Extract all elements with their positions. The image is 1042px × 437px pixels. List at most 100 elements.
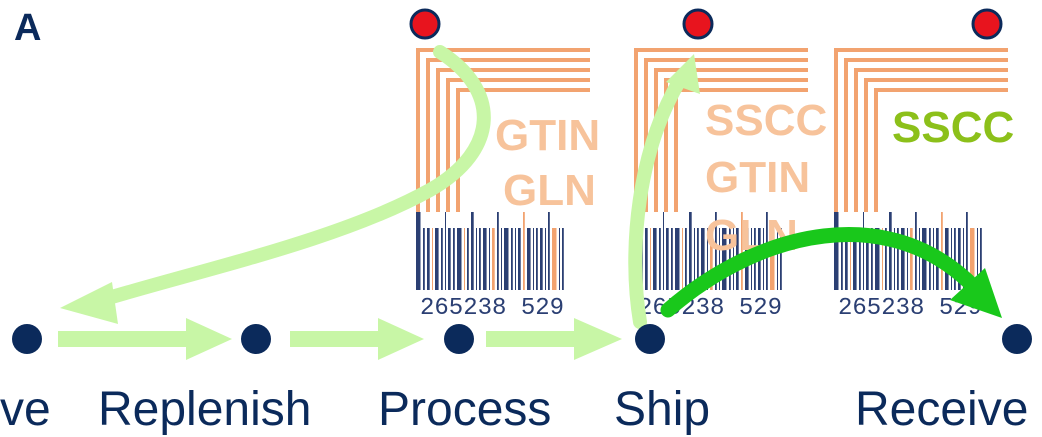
- barcode-stripe: [663, 212, 664, 290]
- barcode-stripe: [492, 228, 495, 290]
- barcode-stripe: [853, 228, 857, 290]
- barcode-stripe: [863, 212, 864, 290]
- barcode-stripe: [552, 228, 557, 290]
- tag-2-line-1: SSCC: [705, 96, 827, 145]
- barcode-stripe: [489, 228, 490, 290]
- barcode-stripe: [416, 212, 421, 290]
- barcode-stripe: [980, 228, 982, 290]
- barcode-stripe: [889, 212, 892, 290]
- rfid-tag-1: 265238 529: [416, 48, 590, 322]
- rfid-reader-dot-1: [409, 8, 441, 40]
- barcode-stripe: [441, 228, 443, 290]
- barcode-stripe: [697, 228, 699, 290]
- barcode-stripe: [958, 228, 961, 290]
- barcode-stripe: [885, 228, 887, 290]
- barcode-stripe: [457, 228, 462, 290]
- barcode-stripe: [518, 228, 521, 290]
- barcode-stripe: [511, 228, 513, 290]
- arrow-replenish-to-process: [290, 318, 424, 360]
- barcode-stripe: [689, 212, 692, 290]
- barcode-stripe: [453, 228, 455, 290]
- arrow-receive-to-replenish: [58, 318, 232, 360]
- barcode-stripe: [666, 228, 669, 290]
- barcode-digits: 265238 529: [420, 295, 564, 322]
- barcode-stripe: [501, 228, 502, 290]
- tag-1-line-2: GLN: [503, 166, 596, 215]
- barcode-stripe: [850, 228, 851, 290]
- barcode-stripe: [901, 228, 905, 290]
- barcode-stripe: [715, 212, 717, 290]
- barcode-stripe: [497, 212, 499, 290]
- barcode-digits: 265238 529: [638, 295, 782, 322]
- barcode-stripe: [675, 228, 680, 290]
- barcode-stripe: [527, 228, 531, 290]
- rfid-reader-dot-3: [971, 8, 1003, 40]
- stage-label-receive-1: ve: [0, 383, 51, 436]
- barcode-stripe: [467, 228, 469, 290]
- node-receive-2: [1002, 324, 1032, 354]
- barcode-stripe: [701, 228, 705, 290]
- barcode-stripe: [476, 228, 477, 290]
- barcode-stripe: [897, 228, 899, 290]
- barcode-stripe: [963, 228, 964, 290]
- barcode-stripe: [780, 228, 782, 290]
- stage-label-process: Process: [378, 383, 551, 436]
- tag-2-line-2: GTIN: [705, 153, 810, 202]
- barcode-stripe: [435, 228, 439, 290]
- barcode-stripe: [910, 228, 913, 290]
- barcode-stripe: [659, 228, 661, 290]
- barcode-stripe: [479, 228, 481, 290]
- barcode-stripe: [671, 228, 673, 290]
- stage-label-receive-2: Receive: [855, 383, 1028, 436]
- barcode-stripe: [523, 212, 525, 290]
- barcode-stripe: [448, 228, 451, 290]
- barcode-icon: [416, 212, 564, 290]
- barcode-stripe: [875, 228, 880, 290]
- arrow-process-to-ship: [486, 318, 622, 360]
- barcode-stripe: [445, 212, 446, 290]
- barcode-stripe: [845, 228, 848, 290]
- barcode-stripe: [645, 228, 648, 290]
- stage-label-ship: Ship: [614, 383, 710, 436]
- barcode-stripe: [423, 228, 425, 290]
- barcode-stripe: [894, 228, 895, 290]
- node-process: [444, 324, 474, 354]
- tag-3-line-1: SSCC: [892, 103, 1014, 152]
- barcode-stripe: [941, 212, 943, 290]
- antenna-coil-icon: [834, 48, 1008, 212]
- barcode-stripe: [707, 228, 708, 290]
- barcode-stripe: [841, 228, 843, 290]
- arrow-ship-to-tag: [628, 54, 700, 329]
- barcode-stripe: [562, 228, 564, 290]
- arrow-ship-to-receive: [660, 227, 1002, 318]
- barcode-stripe: [536, 228, 538, 290]
- barcode-stripe: [548, 212, 550, 290]
- barcode-stripe: [533, 228, 534, 290]
- barcode-stripe: [464, 228, 465, 290]
- flow-arrows: [58, 318, 622, 360]
- node-replenish: [241, 324, 271, 354]
- barcode-stripe: [685, 228, 687, 290]
- barcode-stripe: [694, 228, 695, 290]
- barcode-stripe: [741, 212, 743, 290]
- barcode-stripe: [540, 228, 543, 290]
- barcode-stripe: [432, 228, 433, 290]
- node-ship: [635, 324, 665, 354]
- stage-label-replenish: Replenish: [98, 383, 311, 436]
- barcode-stripe: [719, 228, 720, 290]
- barcode-stripe: [653, 228, 657, 290]
- barcode-stripe: [907, 228, 908, 290]
- barcode-stripe: [919, 228, 920, 290]
- barcode-stripe: [966, 212, 968, 290]
- barcode-stripe: [650, 228, 651, 290]
- barcode-stripe: [710, 228, 713, 290]
- node-receive-1: [12, 324, 42, 354]
- barcode-stripe: [504, 228, 509, 290]
- barcode-stripe: [483, 228, 487, 290]
- barcode-stripe: [834, 212, 839, 290]
- barcode-stripe: [871, 228, 873, 290]
- barcode-stripe: [682, 228, 683, 290]
- tag-1-line-1: GTIN: [495, 111, 600, 160]
- barcode-stripe: [954, 228, 956, 290]
